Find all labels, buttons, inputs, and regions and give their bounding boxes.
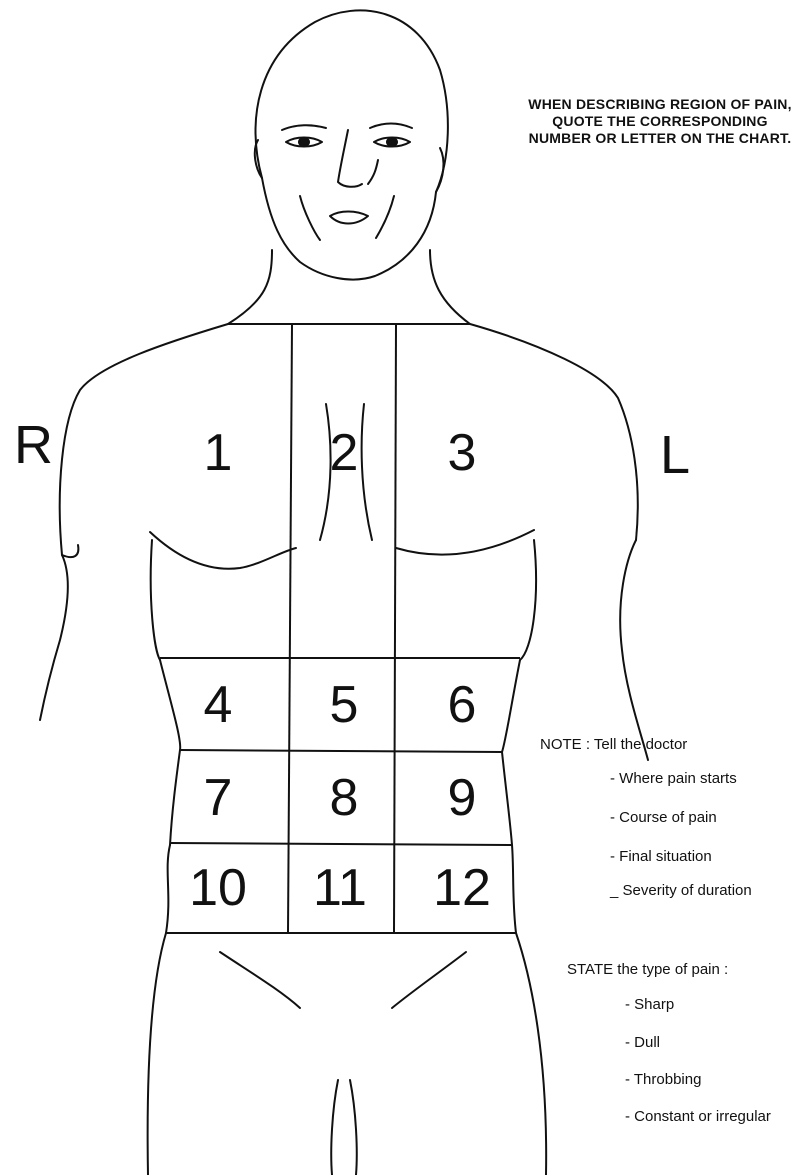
left-shoulder <box>470 324 638 540</box>
left-side-label: L <box>660 428 690 482</box>
region-number-8: 8 <box>330 769 359 827</box>
region-number-10: 10 <box>189 859 247 917</box>
region-number-4: 4 <box>204 676 233 734</box>
state-heading: STATE the type of pain : <box>567 962 728 977</box>
right-side-label: R <box>14 418 53 472</box>
region-number-9: 9 <box>448 769 477 827</box>
state-item: - Throbbing <box>625 1072 701 1087</box>
region-number-2: 2 <box>330 424 359 482</box>
state-item: - Dull <box>625 1035 660 1050</box>
region-number-7: 7 <box>204 769 233 827</box>
region-number-1: 1 <box>204 424 233 482</box>
region-number-5: 5 <box>330 676 359 734</box>
note-item: - Final situation <box>610 849 712 864</box>
region-number-12: 12 <box>433 859 491 917</box>
note-item: - Course of pain <box>610 810 717 825</box>
head-outline <box>255 10 447 279</box>
state-item: - Sharp <box>625 997 674 1012</box>
note-item: _ Severity of duration <box>610 883 752 898</box>
state-item: - Constant or irregular <box>625 1109 771 1124</box>
region-number-6: 6 <box>448 676 477 734</box>
note-heading: NOTE : Tell the doctor <box>540 737 687 752</box>
instruction-text: WHEN DESCRIBING REGION OF PAIN, QUOTE TH… <box>522 96 798 147</box>
region-number-3: 3 <box>448 424 477 482</box>
region-number-11: 11 <box>313 859 367 917</box>
note-item: - Where pain starts <box>610 771 737 786</box>
